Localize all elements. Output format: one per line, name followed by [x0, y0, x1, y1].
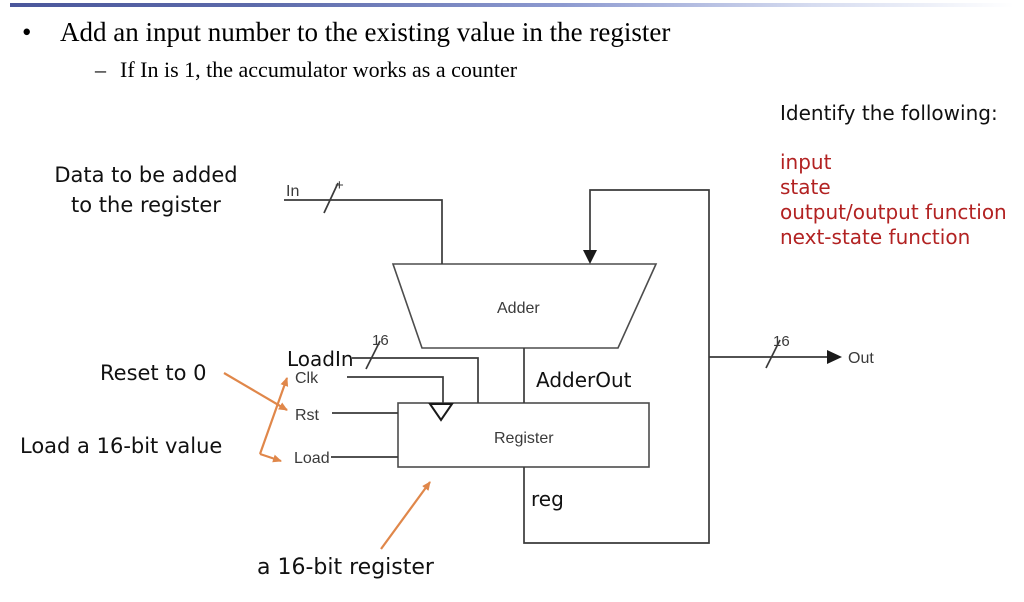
out-arrowhead-icon: [827, 350, 842, 364]
identify-heading: Identify the following:: [780, 101, 998, 125]
reg-annotation: reg: [531, 487, 564, 511]
out-label: Out: [848, 350, 874, 367]
in-label: In: [286, 183, 299, 200]
plus-sign: +: [335, 177, 344, 194]
load-to-load-arrow-icon: [259, 452, 282, 463]
adder-label: Adder: [497, 300, 540, 317]
slide-subtitle: If In is 1, the accumulator works as a c…: [120, 57, 518, 82]
feedback-wire: [523, 189, 710, 544]
reset-to-rst-arrow-icon: [223, 372, 288, 411]
load-16bit-value-label: Load a 16-bit value: [20, 434, 223, 458]
note-to-register-arrow-icon: [380, 481, 431, 550]
identify-item-state: state: [780, 175, 831, 199]
reset-to-zero-label: Reset to 0: [100, 361, 207, 385]
data-to-be-added-label: Data to be added to the register: [35, 160, 257, 220]
title-bullet-glyph: •: [22, 17, 32, 47]
adder-trapezoid: [391, 263, 658, 349]
clk-wire: [347, 376, 444, 404]
data-to-be-added-line1: Data to be added: [54, 163, 238, 187]
identify-item-output: output/output function: [780, 200, 1007, 224]
loadin-wire: [352, 357, 479, 403]
load-label: Load: [294, 450, 330, 467]
out-bus-width: 16: [773, 333, 790, 350]
clock-edge-triangle-icon: [428, 403, 454, 422]
subtitle-dash-glyph: –: [95, 57, 106, 82]
feedback-arrowhead-icon: [583, 250, 597, 264]
load-to-clk-arrow-icon: [258, 377, 289, 455]
adderout-annotation: AdderOut: [536, 368, 632, 392]
loadin-bus-slash: [365, 340, 381, 370]
clk-label: Clk: [295, 370, 319, 387]
in-bus-slash: [323, 182, 339, 214]
out-bus-slash: [765, 339, 781, 369]
identify-list: input state output/output function next-…: [780, 150, 1007, 250]
slide-title: Add an input number to the existing valu…: [60, 17, 671, 47]
loadin-annotation: LoadIn: [287, 347, 354, 371]
register-label: Register: [494, 430, 554, 447]
data-to-be-added-line2: to the register: [71, 193, 221, 217]
rst-label: Rst: [295, 407, 320, 424]
identify-item-input: input: [780, 150, 832, 174]
top-gradient-bar: [10, 3, 1014, 7]
in-wire: [284, 199, 443, 264]
loadin-bus-width: 16: [372, 332, 389, 349]
16bit-register-note: a 16-bit register: [257, 555, 434, 580]
identify-item-next-state: next-state function: [780, 225, 971, 249]
